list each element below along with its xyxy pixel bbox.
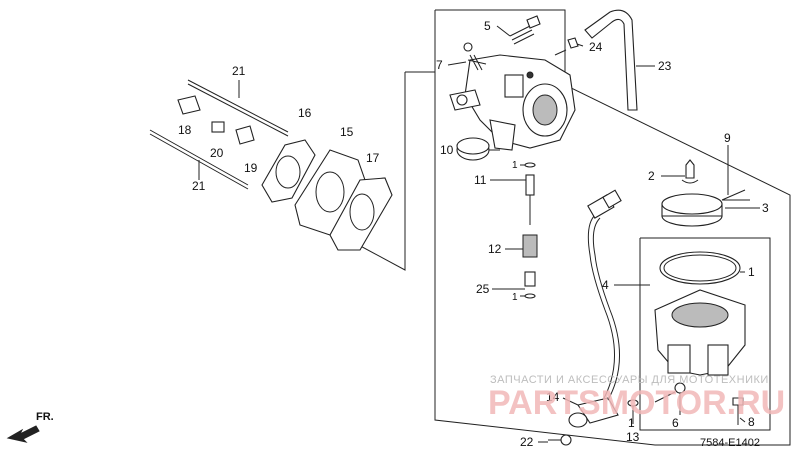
leader-lines xyxy=(198,25,760,443)
front-direction-arrow-icon: FR. xyxy=(6,411,54,443)
fuel-cut-solenoid-14 xyxy=(568,189,622,428)
callout-14: 14 xyxy=(546,390,560,404)
callout-24: 24 xyxy=(589,40,603,54)
callout-23: 23 xyxy=(658,59,672,73)
callout-12: 12 xyxy=(488,242,502,256)
callout-2: 2 xyxy=(648,169,655,183)
stud-bolts-21 xyxy=(149,79,289,190)
callout-9: 9 xyxy=(724,131,731,145)
callout-22: 22 xyxy=(520,435,534,449)
jet-stack xyxy=(522,162,538,299)
gasket-17 xyxy=(329,177,393,251)
callout-25: 25 xyxy=(476,282,490,296)
callout-3: 3 xyxy=(762,201,769,215)
o-ring-1 xyxy=(659,251,741,285)
clip-24 xyxy=(567,37,579,49)
callout-1-jet-bottom: 1 xyxy=(512,292,518,303)
callout-1-oring: 1 xyxy=(748,265,755,279)
callout-10: 10 xyxy=(440,143,454,157)
callout-5: 5 xyxy=(484,19,491,33)
watermark-tagline: ЗАПЧАСТИ И АКСЕССУАРЫ ДЛЯ МОТОТЕХНИКИ xyxy=(490,374,769,386)
callout-11: 11 xyxy=(474,173,487,187)
cap-10 xyxy=(456,137,490,161)
front-direction-label: FR. xyxy=(36,411,54,423)
callout-16: 16 xyxy=(298,106,312,120)
callout-1-jet-top: 1 xyxy=(512,160,518,171)
callout-13: 13 xyxy=(626,430,640,444)
callout-19: 19 xyxy=(244,161,258,175)
throttle-stop-screw-7 xyxy=(463,42,487,71)
callout-6: 6 xyxy=(672,416,679,430)
callout-21-top: 21 xyxy=(232,64,246,78)
screw-22 xyxy=(548,434,572,446)
callout-20: 20 xyxy=(210,146,224,160)
float-chamber-4 xyxy=(654,289,746,376)
callout-labels: 5 7 24 23 9 10 1 11 2 3 12 4 1 25 1 14 1… xyxy=(178,19,769,449)
screw-8 xyxy=(732,397,744,425)
gasket-16 xyxy=(261,139,316,203)
carburetor-body xyxy=(449,49,576,151)
pilot-screw-5 xyxy=(509,15,541,45)
watermark: ЗАПЧАСТИ И АКСЕССУАРЫ ДЛЯ МОТОТЕХНИКИ PA… xyxy=(488,374,785,422)
diagram-code: 7584-E1402 xyxy=(700,437,760,449)
tube-23 xyxy=(584,9,638,111)
float-chamber-outline xyxy=(639,237,771,431)
watermark-logo-text: PARTSMOTOR.RU xyxy=(488,384,785,422)
carburetor-assembly-outline xyxy=(434,9,791,446)
callout-4: 4 xyxy=(602,278,609,292)
joint-19 xyxy=(235,125,255,145)
callout-17: 17 xyxy=(366,151,380,165)
float-3 xyxy=(661,189,746,227)
callout-7: 7 xyxy=(436,58,443,72)
callout-1-washer: 1 xyxy=(628,416,635,430)
callout-8: 8 xyxy=(748,415,755,429)
bracket-18 xyxy=(177,95,201,115)
callout-15: 15 xyxy=(340,125,354,139)
nut-20 xyxy=(211,121,225,133)
callout-18: 18 xyxy=(178,123,192,137)
callout-21-bottom: 21 xyxy=(192,179,206,193)
float-valve-2 xyxy=(681,159,699,184)
